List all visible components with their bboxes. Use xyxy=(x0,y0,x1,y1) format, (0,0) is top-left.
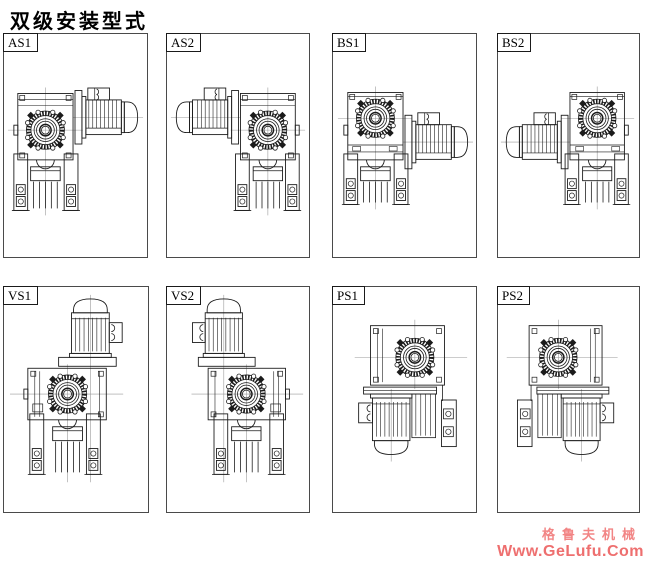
panel-label-vs2: VS2 xyxy=(166,286,202,305)
panel-label-ps2: PS2 xyxy=(497,286,530,305)
technical-drawing-ps1 xyxy=(354,319,468,462)
panel-label-bs2: BS2 xyxy=(497,33,532,52)
panel-label-bs1: BS1 xyxy=(332,33,367,52)
technical-drawing-vs2 xyxy=(191,294,304,483)
technical-drawing-bs1 xyxy=(337,86,474,210)
panel-as1: AS1 xyxy=(3,33,148,258)
panel-as2: AS2 xyxy=(166,33,310,258)
panel-bs2: BS2 xyxy=(497,33,640,258)
technical-drawing-ps2 xyxy=(506,319,618,462)
technical-drawing-as1 xyxy=(7,87,144,216)
panel-bs1: BS1 xyxy=(332,33,477,258)
technical-drawing-bs2 xyxy=(500,86,635,210)
panel-vs2: VS2 xyxy=(166,286,310,513)
panel-ps2: PS2 xyxy=(497,286,640,513)
panel-label-as1: AS1 xyxy=(3,33,39,52)
panel-label-vs1: VS1 xyxy=(3,286,39,305)
panel-label-ps1: PS1 xyxy=(332,286,365,305)
watermark: 格鲁夫机械 Www.GeLufu.Com xyxy=(497,524,644,561)
watermark-brand-text: 格鲁夫机械 xyxy=(541,527,642,542)
technical-drawing-vs1 xyxy=(9,294,124,483)
page-title: 双级安装型式 xyxy=(10,11,148,33)
panel-vs1: VS1 xyxy=(3,286,149,513)
panel-ps1: PS1 xyxy=(332,286,477,513)
watermark-url-text: Www.GeLufu.Com xyxy=(497,543,644,560)
panel-label-as2: AS2 xyxy=(166,33,202,52)
technical-drawing-as2 xyxy=(170,87,306,216)
